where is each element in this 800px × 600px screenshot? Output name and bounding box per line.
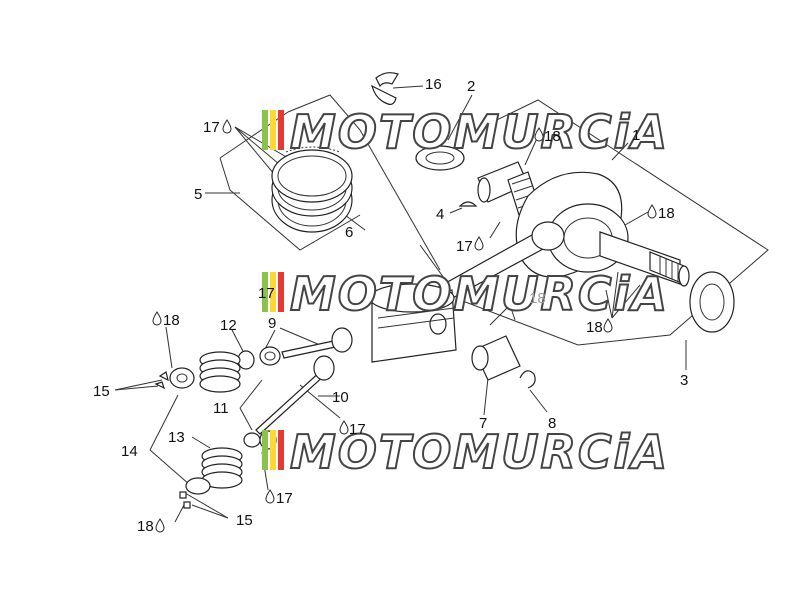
- callout-2: 2: [467, 78, 475, 95]
- oil-drop-icon: [222, 119, 232, 134]
- callout-7: 7: [479, 415, 487, 432]
- washer-part-3: [689, 271, 735, 333]
- callout-6: 6: [345, 224, 353, 241]
- callout-8: 8: [548, 415, 556, 432]
- piston-pin-part-7: [471, 335, 521, 381]
- valve-spring-lower: [201, 447, 243, 489]
- watermark-bottom: MOTOMURCiA: [262, 424, 669, 480]
- watermark-text: MOTOMURCiA: [290, 105, 669, 159]
- oil-drop-icon: [152, 311, 162, 326]
- woodruff-key-part-4: [458, 201, 478, 207]
- callout-14: 14: [121, 443, 138, 460]
- conrod-bearing-part-16: [371, 72, 399, 105]
- oil-drop-icon: [265, 489, 275, 504]
- callout-18-right: 18: [658, 205, 675, 222]
- callout-17-valve: 17: [349, 421, 366, 438]
- oil-drop-icon: [647, 204, 657, 219]
- thrust-washer-part-2: [415, 145, 465, 171]
- callout-9: 9: [268, 315, 276, 332]
- oil-drop-icon: [534, 127, 544, 142]
- piston: [369, 283, 457, 363]
- oil-drop-icon: [339, 420, 349, 435]
- callout-labels: 1 2 3 4 5 6 7 8 9 10 11 12 13 14 15 15 1…: [93, 76, 688, 535]
- callout-17-crank: 17: [456, 238, 473, 255]
- callout-18-lower-right: 18: [586, 319, 603, 336]
- valve-train: [154, 327, 353, 509]
- oil-drop-icon: [474, 236, 484, 251]
- callout-18-pin: 18: [529, 290, 546, 307]
- valve-spring-upper: [199, 351, 241, 393]
- piston-rings-part-5-6: [271, 146, 353, 233]
- leader-lines: [114, 85, 769, 523]
- circlip-part-8: [519, 370, 536, 389]
- callout-15-lower: 15: [236, 512, 253, 529]
- callout-4: 4: [436, 206, 444, 223]
- watermark-text: MOTOMURCiA: [290, 267, 669, 321]
- callout-13: 13: [168, 429, 185, 446]
- callout-1: 1: [632, 127, 640, 144]
- oil-drop-symbols: [152, 119, 657, 533]
- callout-16: 16: [425, 76, 442, 93]
- watermark-text: MOTOMURCiA: [290, 425, 669, 479]
- callout-17-piston: 17: [258, 285, 275, 302]
- callout-10: 10: [332, 389, 349, 406]
- oil-drop-icon: [603, 318, 613, 333]
- callout-11: 11: [213, 400, 229, 417]
- callout-15-upper: 15: [93, 383, 110, 400]
- watermark-top: MOTOMURCiA: [262, 104, 669, 160]
- callout-5: 5: [194, 186, 202, 203]
- callout-18-top: 18: [544, 128, 561, 145]
- callout-18-valve-bottom: 18: [137, 518, 154, 535]
- callout-17-rings: 17: [203, 119, 220, 136]
- callout-17-seal: 17: [276, 490, 293, 507]
- watermark-middle: MOTOMURCiA: [262, 266, 669, 322]
- callout-12: 12: [220, 317, 237, 334]
- callout-3: 3: [680, 372, 688, 389]
- callout-18-valve-top: 18: [163, 312, 180, 329]
- crankshaft-part-1: [425, 161, 690, 309]
- oil-drop-icon: [155, 518, 165, 533]
